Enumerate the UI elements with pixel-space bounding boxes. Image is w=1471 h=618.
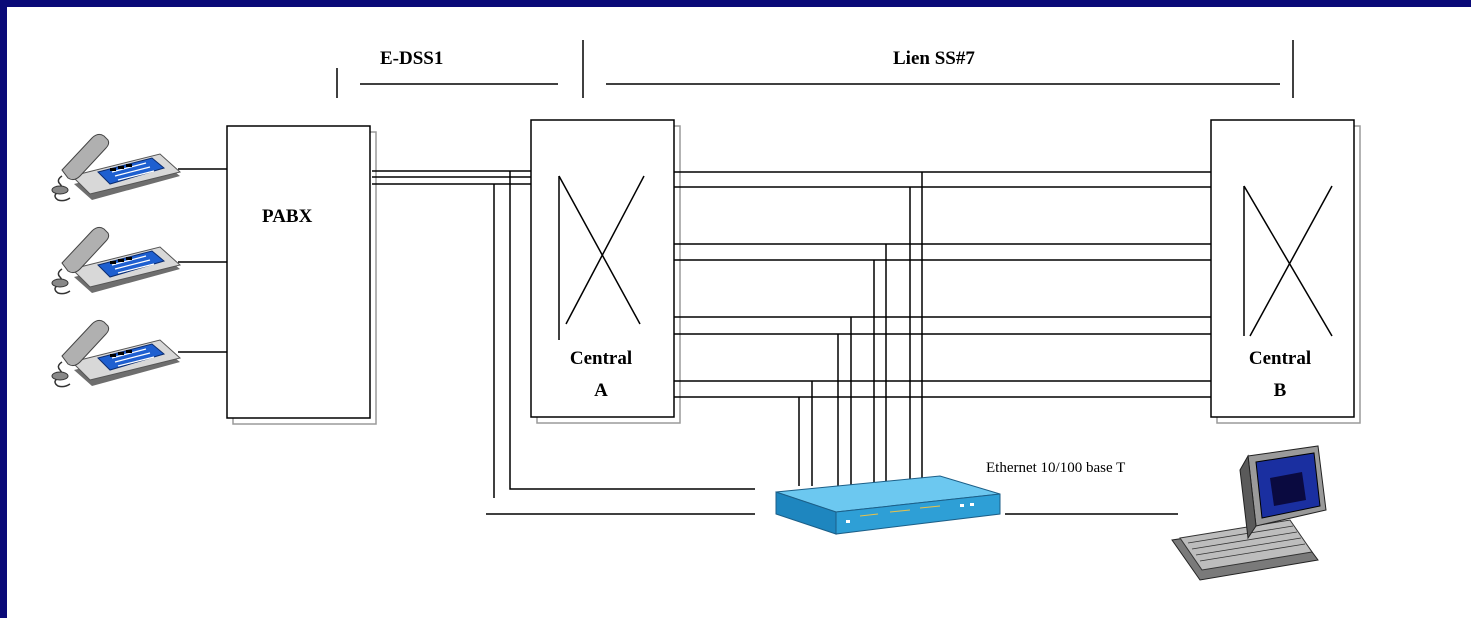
phone-icon	[51, 133, 181, 202]
laptop-icon	[1171, 445, 1327, 581]
pabx-label: PABX	[262, 206, 313, 227]
phone-icon	[51, 319, 181, 388]
frame-left-border	[0, 0, 7, 618]
central-a-label-line2: A	[594, 380, 608, 401]
phone-icon	[51, 226, 181, 295]
network-switch-icon	[775, 475, 1001, 535]
edss1-label: E-DSS1	[380, 48, 444, 69]
central-a-label-line1: Central	[569, 348, 633, 369]
central-b-label-line1: Central	[1248, 348, 1312, 369]
frame-top-border	[0, 0, 1471, 7]
ss7-link-label: Lien SS#7	[893, 48, 975, 69]
ethernet-label: Ethernet 10/100 base T	[986, 460, 1126, 476]
central-b-label-line2: B	[1273, 380, 1287, 401]
